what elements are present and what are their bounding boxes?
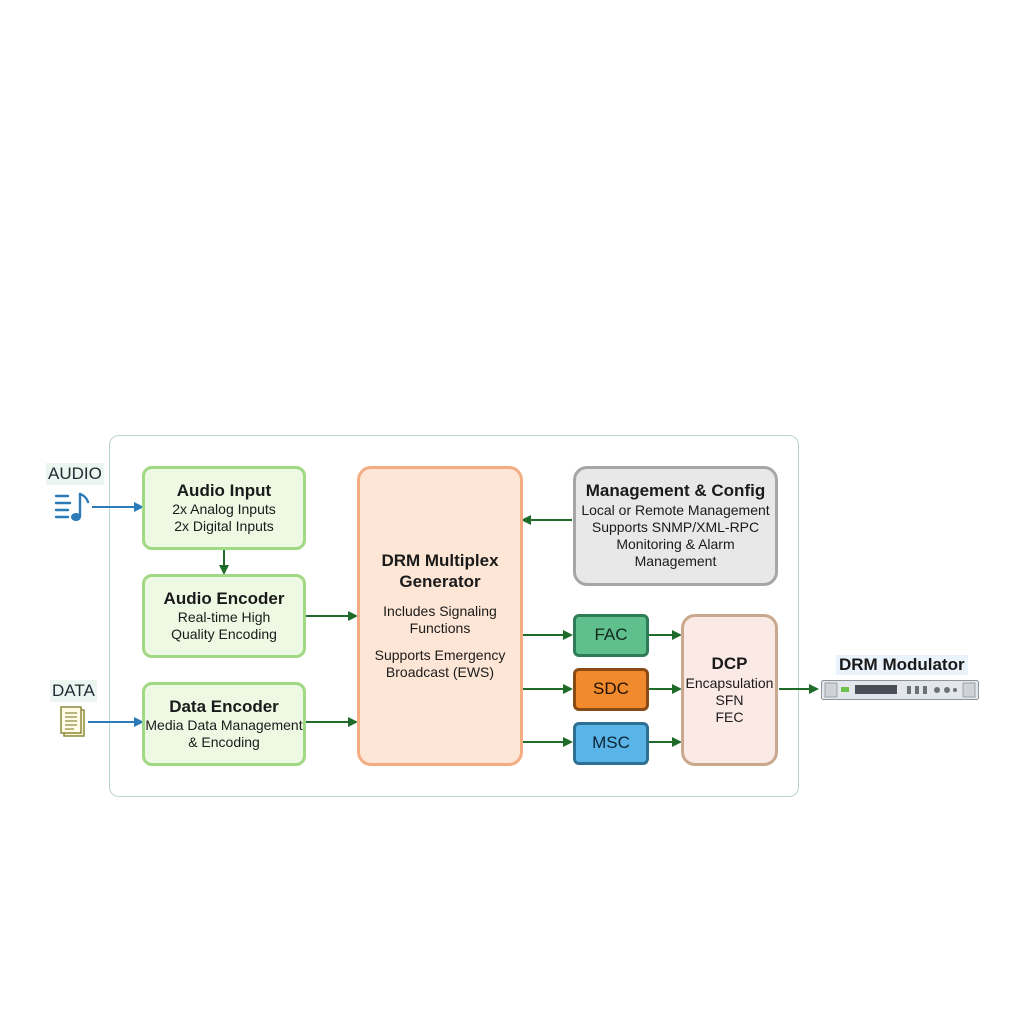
multiplex-title-line-2: Generator [399,571,481,591]
multiplex-line-2: Functions [409,619,471,636]
rack-unit-icon [821,680,979,700]
music-note-icon [54,492,90,521]
audio-encoder-line-2: Quality Encoding [171,626,277,643]
data-encoder-block: Data Encoder Media Data Management & Enc… [142,682,306,766]
management-line-2: Supports SNMP/XML-RPC [591,519,760,536]
document-icon [60,706,85,737]
audio-encoder-block: Audio Encoder Real-time High Quality Enc… [142,574,306,658]
audio-input-line-1: 2x Analog Inputs [172,501,276,518]
audio-input-block: Audio Input 2x Analog Inputs 2x Digital … [142,466,306,550]
multiplex-line-3: Supports Emergency [374,646,506,663]
data-encoder-title: Data Encoder [169,696,279,716]
fac-block: FAC [573,614,649,657]
management-line-1: Local or Remote Management [581,502,770,519]
data-encoder-line-1: Media Data Management [145,717,303,734]
management-line-3: Monitoring & Alarm [616,536,735,553]
multiplex-generator-block: DRM Multiplex Generator Includes Signali… [357,466,523,766]
audio-encoder-title: Audio Encoder [163,588,285,608]
sdc-block: SDC [573,668,649,711]
dcp-block: DCP Encapsulation SFN FEC [681,614,778,766]
multiplex-line-4: Broadcast (EWS) [385,663,495,680]
audio-input-line-2: 2x Digital Inputs [174,518,274,535]
audio-input-title: Audio Input [176,480,272,500]
data-input-label: DATA [50,680,97,702]
data-encoder-line-2: & Encoding [188,734,260,751]
sdc-label: SDC [593,679,629,699]
msc-block: MSC [573,722,649,765]
management-title: Management & Config [585,481,766,501]
dcp-line-3: FEC [715,708,744,725]
multiplex-line-1: Includes Signaling [383,602,497,619]
dcp-title: DCP [711,654,748,674]
multiplex-title-line-1: DRM Multiplex [381,551,499,571]
fac-label: FAC [594,625,628,645]
drm-modulator-label: DRM Modulator [836,655,968,675]
audio-encoder-line-1: Real-time High [177,609,271,626]
management-line-4: Management [634,553,717,570]
management-config-block: Management & Config Local or Remote Mana… [573,466,778,586]
dcp-line-1: Encapsulation [685,674,774,691]
dcp-line-2: SFN [715,691,744,708]
msc-label: MSC [592,733,630,753]
audio-input-label: AUDIO [46,463,104,485]
